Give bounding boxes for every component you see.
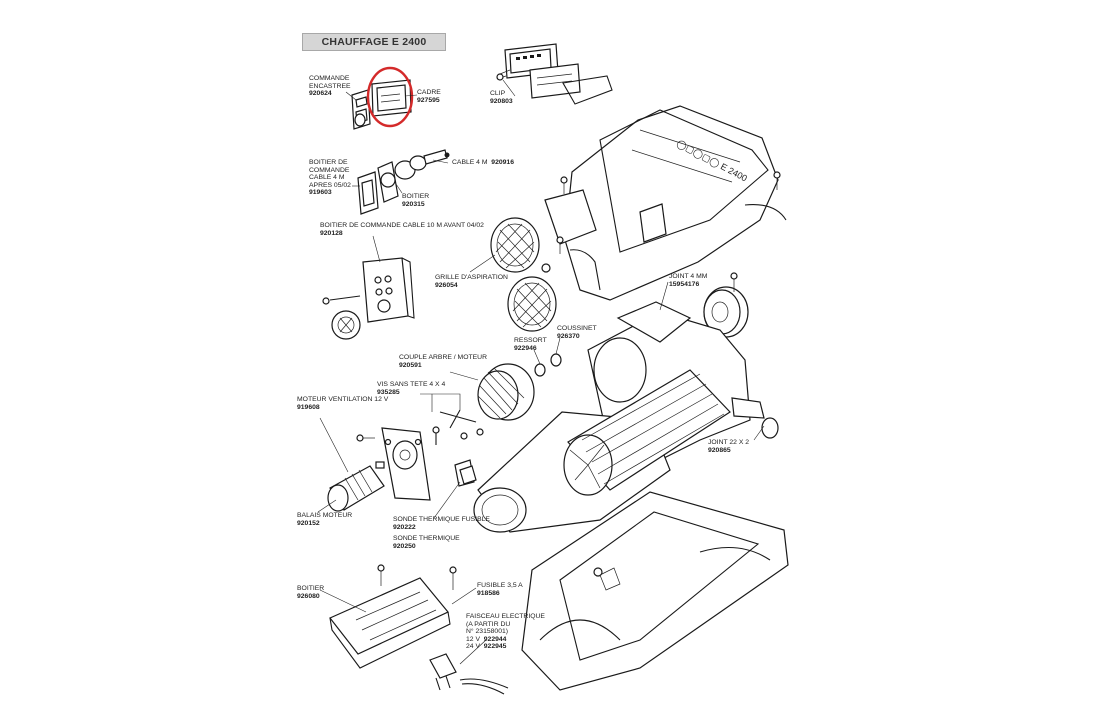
highlight-circle (366, 66, 414, 128)
boitier-commande-4m-part (357, 149, 450, 215)
boitier-bottom-part (329, 564, 457, 669)
label-couple-arbre-moteur: COUPLE ARBRE / MOTEUR 920591 (399, 354, 487, 369)
joint-4mm-part (703, 272, 749, 338)
top-cover-part: ◯▢◯▢◯ E 2400 (541, 105, 787, 301)
label-boitier-commande-4m: BOITIER DE COMMANDE CABLE 4 M APRES 05/0… (309, 159, 351, 197)
label-vis-sans-tete: VIS SANS TETE 4 X 4 935285 (377, 381, 446, 396)
clip-panel-part (496, 43, 613, 105)
label-joint-22x2: JOINT 22 X 2 920865 (708, 439, 750, 454)
label-boitier-bottom: BOITIER 926080 (297, 585, 325, 600)
label-cadre: CADRE 927595 (417, 89, 441, 104)
label-clip: CLIP 920803 (490, 90, 513, 105)
label-commande-encastree: COMMANDE ENCASTREE 920624 (309, 75, 351, 98)
label-sonde-thermique: SONDE THERMIQUE 920250 (393, 535, 460, 550)
label-sonde-thermique-fusible: SONDE THERMIQUE FUSIBLE 920222 (393, 516, 490, 531)
leader-lines (317, 79, 765, 665)
fan-wheel-part (477, 353, 562, 421)
faisceau-cable-part (429, 653, 509, 695)
label-grille-aspiration: GRILLE D'ASPIRATION 926054 (435, 274, 508, 289)
grille-aspiration-part (490, 217, 557, 332)
diagram-title: CHAUFFAGE E 2400 (302, 33, 446, 51)
label-boitier-commande-10m: BOITIER DE COMMANDE CABLE 10 M AVANT 04/… (320, 222, 484, 237)
heating-element-part (563, 369, 731, 496)
label-ressort: RESSORT 922946 (514, 337, 547, 352)
label-balais-moteur: BALAIS MOTEUR 920152 (297, 512, 353, 527)
moteur-part (327, 409, 484, 512)
bottom-tray-part (521, 491, 789, 691)
label-boitier-small: BOITIER 920315 (402, 193, 430, 208)
label-moteur-ventilation: MOTEUR VENTILATION 12 V 919608 (297, 396, 389, 411)
label-joint-4mm: JOINT 4 MM 15954176 (669, 273, 708, 288)
label-coussinet: COUSSINET 926370 (557, 325, 597, 340)
label-fusible: FUSIBLE 3,5 A 918586 (477, 582, 523, 597)
cadre-part (371, 79, 412, 117)
commande-encastree-part (351, 89, 371, 130)
label-cable-4m: CABLE 4 M 920916 (452, 159, 514, 166)
boitier-commande-10m-part (322, 257, 415, 340)
label-faisceau-electrique: FAISCEAU ELECTRIQUE (A PARTIR DU N° 2315… (466, 613, 545, 651)
